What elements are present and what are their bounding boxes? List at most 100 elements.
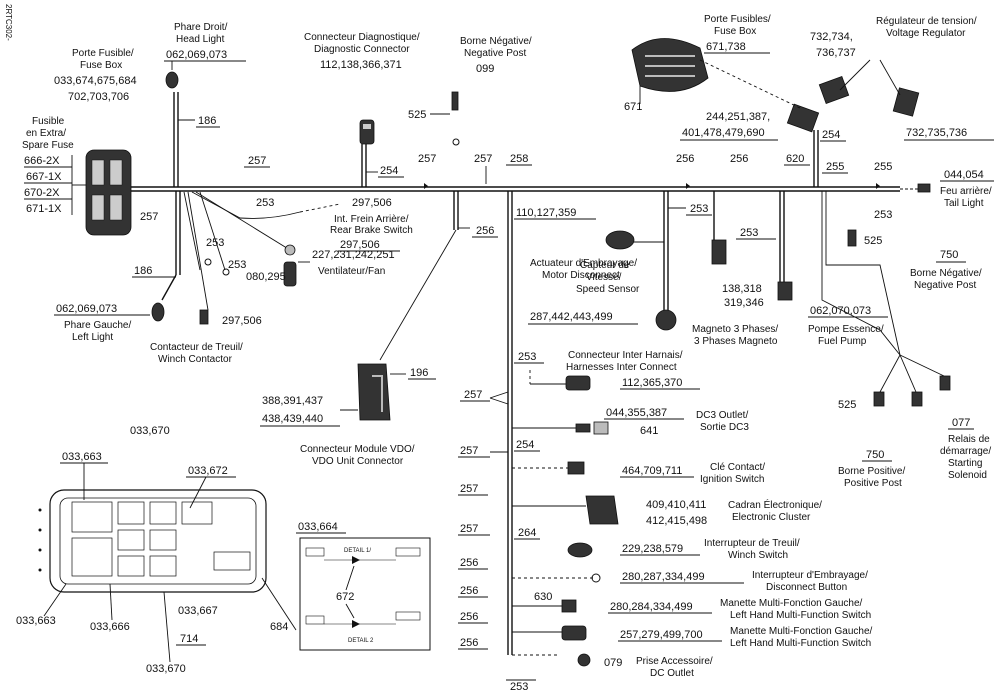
ref-033-663-bottom: 033,663 <box>16 615 56 627</box>
detail-box <box>299 537 431 651</box>
diag-connector-numbers: 112,138,366,371 <box>320 59 402 71</box>
pos-post-label-en: Positive Post <box>844 478 902 489</box>
wire-253-g: 253 <box>518 351 536 363</box>
neg-post-number: 099 <box>476 63 494 75</box>
wire-257-e: 257 <box>464 389 482 401</box>
rear-brake-numbers-a: 297,506 <box>352 197 392 209</box>
relay-number: 077 <box>952 417 970 429</box>
neg-post-label-fr: Borne Négative/ <box>460 36 532 47</box>
ref-630: 630 <box>534 591 552 603</box>
document-code: 2RTC302- <box>4 4 13 41</box>
magneto-icon <box>711 239 727 265</box>
ref-671: 671 <box>624 101 642 113</box>
regulator-label-en: Voltage Regulator <box>886 28 966 39</box>
fan-label: Ventilateur/Fan <box>318 266 385 277</box>
ignition-label-fr: Clé Contact/ <box>710 462 765 473</box>
dc-outlet-label-fr: Prise Accessoire/ <box>636 656 713 667</box>
wire-257-d: 257 <box>474 153 492 165</box>
fuel-pump-icon <box>777 281 793 301</box>
dc3-icon <box>575 421 609 435</box>
cluster-label-fr: Cadran Électronique/ <box>728 498 822 511</box>
cluster-icon <box>585 495 619 525</box>
winch-switch-icon <box>567 542 593 558</box>
lh-switch-1-icon <box>561 599 577 613</box>
fuel-pump-numbers: 062,070,073 <box>810 305 871 317</box>
diag-connector-label-fr: Connecteur Diagnostique/ <box>304 32 420 43</box>
ref-684: 684 <box>270 621 288 633</box>
winch-switch-numbers: 229,238,579 <box>622 543 683 555</box>
ref-080-295: 080,295 <box>246 271 286 283</box>
dc-outlet-icon <box>577 653 591 667</box>
wire-255-b: 255 <box>874 161 892 173</box>
ref-033-666: 033,666 <box>90 621 130 633</box>
wire-254-c: 254 <box>516 439 534 451</box>
ref-033-664: 033,664 <box>298 521 338 533</box>
vdo-label-fr: Connecteur Module VDO/ <box>300 444 415 455</box>
lh-switch-2-icon <box>561 625 587 641</box>
winch-switch-label-fr: Interrupteur de Treuil/ <box>704 538 800 549</box>
winch-contactor-label-en: Winch Contactor <box>158 354 233 365</box>
wire-253-d: 253 <box>690 203 708 215</box>
cluster-numbers-1: 409,410,411 <box>646 499 706 511</box>
ref-714: 714 <box>180 633 198 645</box>
winch-contactor-numbers: 297,506 <box>222 315 262 327</box>
wire-257-h: 257 <box>460 523 478 535</box>
winch-switch-label-en: Winch Switch <box>728 550 788 561</box>
ref-033-672: 033,672 <box>188 465 228 477</box>
lh-switch-1-numbers: 280,284,334,499 <box>610 601 693 613</box>
harness-inter-label-en: Harnesses Inter Connect <box>566 362 677 373</box>
neg-post-2-icon <box>847 229 857 247</box>
left-headlight-label-fr: Phare Gauche/ <box>64 320 131 331</box>
motor-disc-icon <box>655 309 677 331</box>
fuse-box-label-en: Fuse Box <box>80 60 122 71</box>
lh-switch-2-label-fr: Manette Multi-Fonction Gauche/ <box>730 626 873 637</box>
pos-post-label-fr: Borne Positive/ <box>838 466 905 477</box>
neg-post-2-label-fr: Borne Négative/ <box>910 268 982 279</box>
cluster-label-en: Electronic Cluster <box>732 512 811 523</box>
tail-light-icon <box>917 183 931 193</box>
small-connector-icon <box>204 258 230 276</box>
lh-switch-1-label-fr: Manette Multi-Fonction Gauche/ <box>720 598 863 609</box>
wire-253-c: 253 <box>228 259 246 271</box>
wire-256-b: 256 <box>730 153 748 165</box>
fuse-qty-1: 666-2X <box>24 155 60 167</box>
winch-contactor-icon <box>199 309 209 325</box>
fuse-qty-4: 671-1X <box>26 203 62 215</box>
dc3-label-1: DC3 Outlet/ <box>696 410 748 421</box>
wire-264: 264 <box>518 527 536 539</box>
fuse-qty-3: 670-2X <box>24 187 60 199</box>
lh-switch-2-label-en: Left Hand Multi-Function Switch <box>730 638 871 649</box>
disc-button-numbers: 280,287,334,499 <box>622 571 705 583</box>
dc-outlet-number: 079 <box>604 657 622 669</box>
right-headlight-label-fr: Phare Droit/ <box>174 22 228 33</box>
fuse-box-detail-title: 033,670 <box>130 425 170 437</box>
fuse-box-r-icon <box>631 38 709 92</box>
wire-254-a: 254 <box>380 165 398 177</box>
ref-196: 196 <box>410 367 428 379</box>
right-headlight-numbers: 062,069,073 <box>166 49 227 61</box>
ref-033-667: 033,667 <box>178 605 218 617</box>
fuse-box-numbers-1: 033,674,675,684 <box>54 75 137 87</box>
harness-inter-numbers: 112,365,370 <box>622 377 682 389</box>
rear-brake-label-en: Rear Brake Switch <box>330 225 413 236</box>
harness-inter-icon <box>565 375 591 391</box>
speed-sensor-numbers: 110,127,359 <box>516 207 576 219</box>
relay-label-1: Relais de <box>948 434 990 445</box>
wire-253-f: 253 <box>874 209 892 221</box>
fuse-qty-2: 667-1X <box>26 171 62 183</box>
relay-icon <box>873 375 951 407</box>
dc-outlet-label-en: DC Outlet <box>650 668 694 679</box>
regulator-label-fr: Régulateur de tension/ <box>876 16 977 27</box>
tail-light-label-fr: Feu arrière/ <box>940 186 992 197</box>
dc3-label-2: Sortie DC3 <box>700 422 749 433</box>
fuse-box-label-fr: Porte Fusible/ <box>72 48 134 59</box>
neg-post-icon <box>451 91 460 146</box>
fuse-box-numbers-2: 702,703,706 <box>68 91 129 103</box>
detail-1-label: DETAIL 1/ <box>344 548 371 554</box>
wire-257-f: 257 <box>460 445 478 457</box>
ref-401: 401,478,479,690 <box>682 127 765 139</box>
harness-inter-label-fr: Connecteur Inter Harnais/ <box>568 350 683 361</box>
left-headlight-label-en: Left Light <box>72 332 113 343</box>
wire-257-a: 257 <box>248 155 266 167</box>
neg-post-2-label-en: Negative Post <box>914 280 976 291</box>
